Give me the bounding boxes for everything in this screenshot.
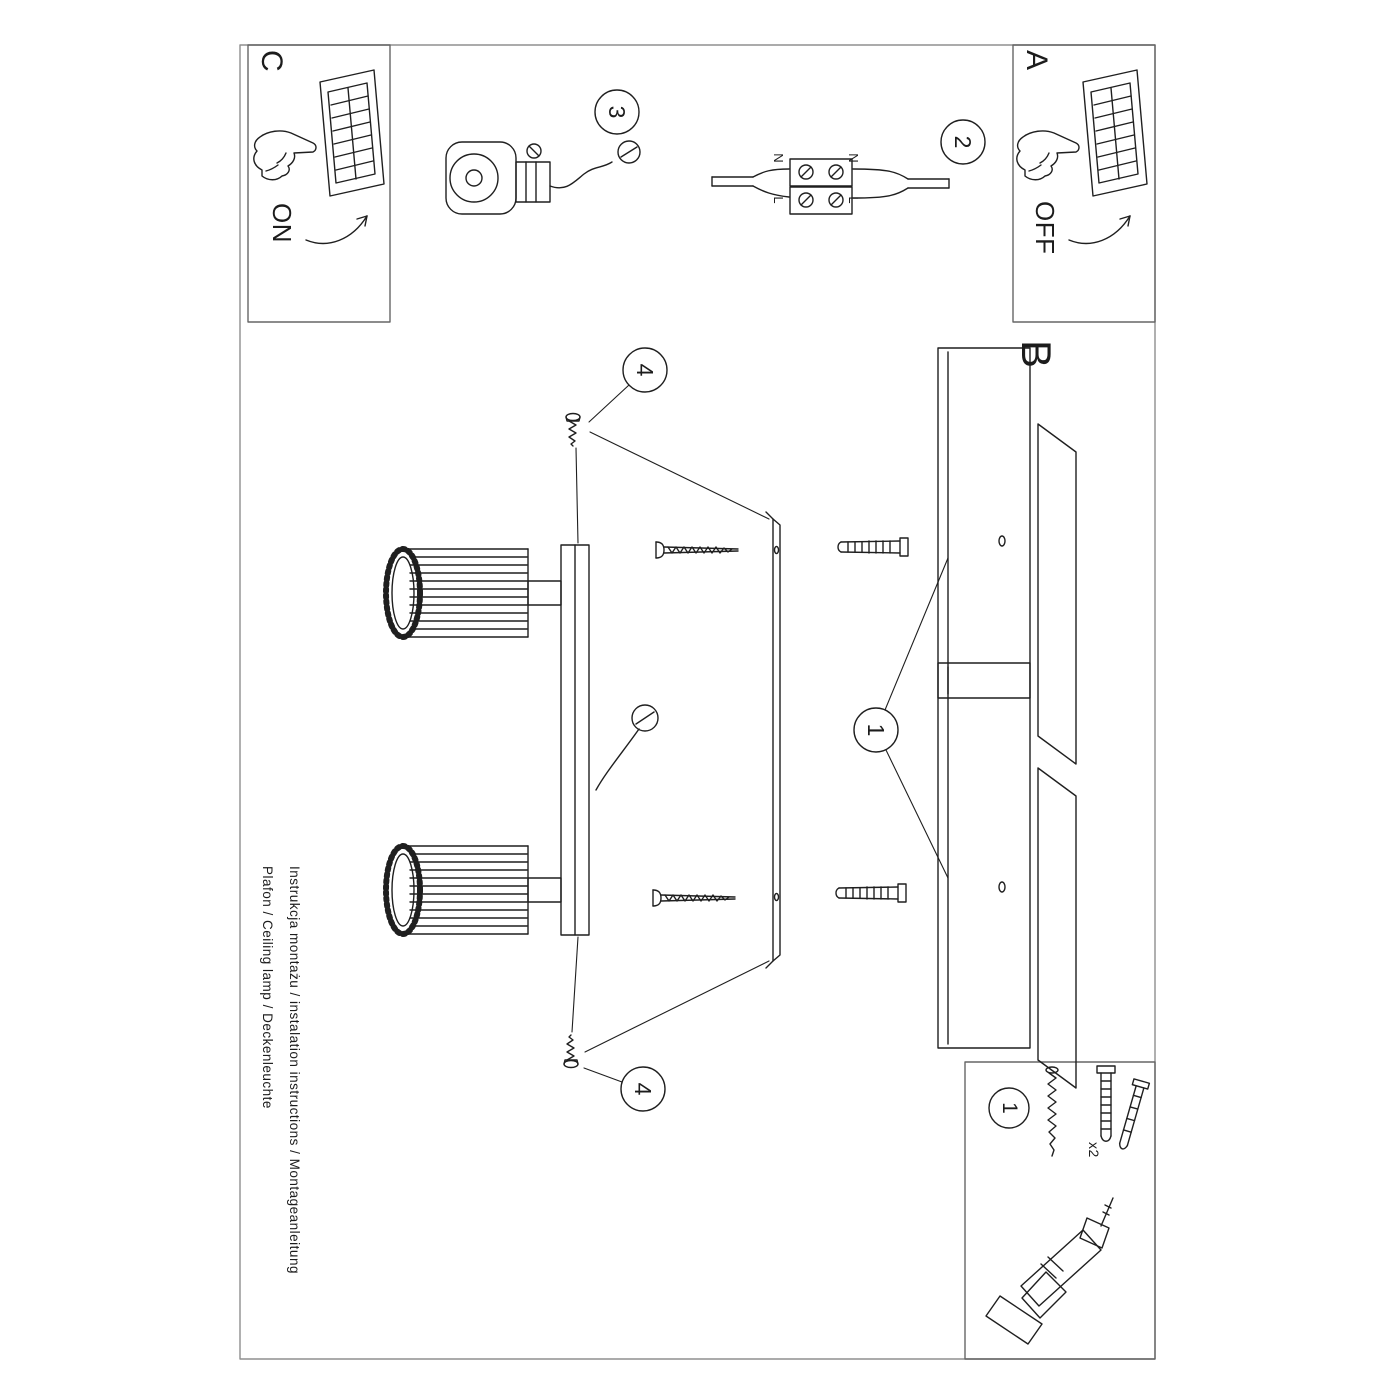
step-circle-1-box [988, 1087, 1030, 1129]
sheet-frame [239, 44, 1156, 1360]
step-number-1: 1 [863, 723, 889, 737]
wire-label-n-left: N [771, 153, 786, 163]
step-number-4-top: 4 [632, 363, 658, 377]
step-circle-2 [940, 119, 986, 165]
section-label-b: B [1013, 340, 1060, 369]
wall-plug-horizontal [837, 537, 909, 557]
wall-panels-drawing [937, 347, 1077, 1089]
step-circle-1 [853, 707, 899, 753]
ceiling-lamp-drawing [383, 544, 590, 937]
wire-label-l-left: L [771, 196, 786, 204]
box-a [1012, 44, 1156, 323]
hardware-plug-drawing [1096, 1065, 1116, 1142]
hardware-plug2-drawing [1118, 1078, 1151, 1150]
fixing-screw-vertical [565, 412, 581, 447]
mounting-screw-horizontal [655, 541, 739, 559]
screw-head-icon-plate [595, 704, 659, 791]
hardware-quantity: x2 [1086, 1142, 1102, 1158]
power-drill-icon [985, 1197, 1114, 1345]
step-number-3: 3 [604, 105, 630, 119]
step-circle-4-bottom [620, 1066, 666, 1112]
hardware-screw-drawing [1045, 1066, 1059, 1157]
switch-direction-arrow-icon [305, 215, 368, 245]
section-label-c: C [255, 50, 288, 73]
wire-label-n-right: N [846, 153, 861, 163]
step-number-4-bottom: 4 [630, 1082, 656, 1096]
switch-state-off: OFF [1030, 201, 1060, 255]
box-c [247, 44, 391, 323]
wire-label-l-right: L [846, 196, 861, 204]
terminal-block-drawing [711, 158, 950, 215]
mounting-bracket-drawing [765, 511, 781, 969]
box-hardware [964, 1061, 1156, 1360]
switch-state-on: ON [267, 203, 297, 243]
section-label-a: A [1020, 50, 1053, 71]
step-circle-4-top [622, 347, 668, 393]
side-text-instructions: Instrukcja montażu / instalation instruc… [287, 866, 302, 1274]
pressing-hand-icon [253, 69, 385, 197]
step-number-1-box: 1 [998, 1102, 1021, 1114]
step-number-2: 2 [950, 135, 976, 149]
leader-lines [571, 384, 949, 1083]
screw-head-icon-step3 [617, 140, 641, 164]
lamp-socket-drawing [445, 141, 613, 215]
step-circle-3 [594, 89, 640, 135]
side-text-product: Plafon / Ceiling lamp / Deckenleuchte [260, 866, 275, 1109]
